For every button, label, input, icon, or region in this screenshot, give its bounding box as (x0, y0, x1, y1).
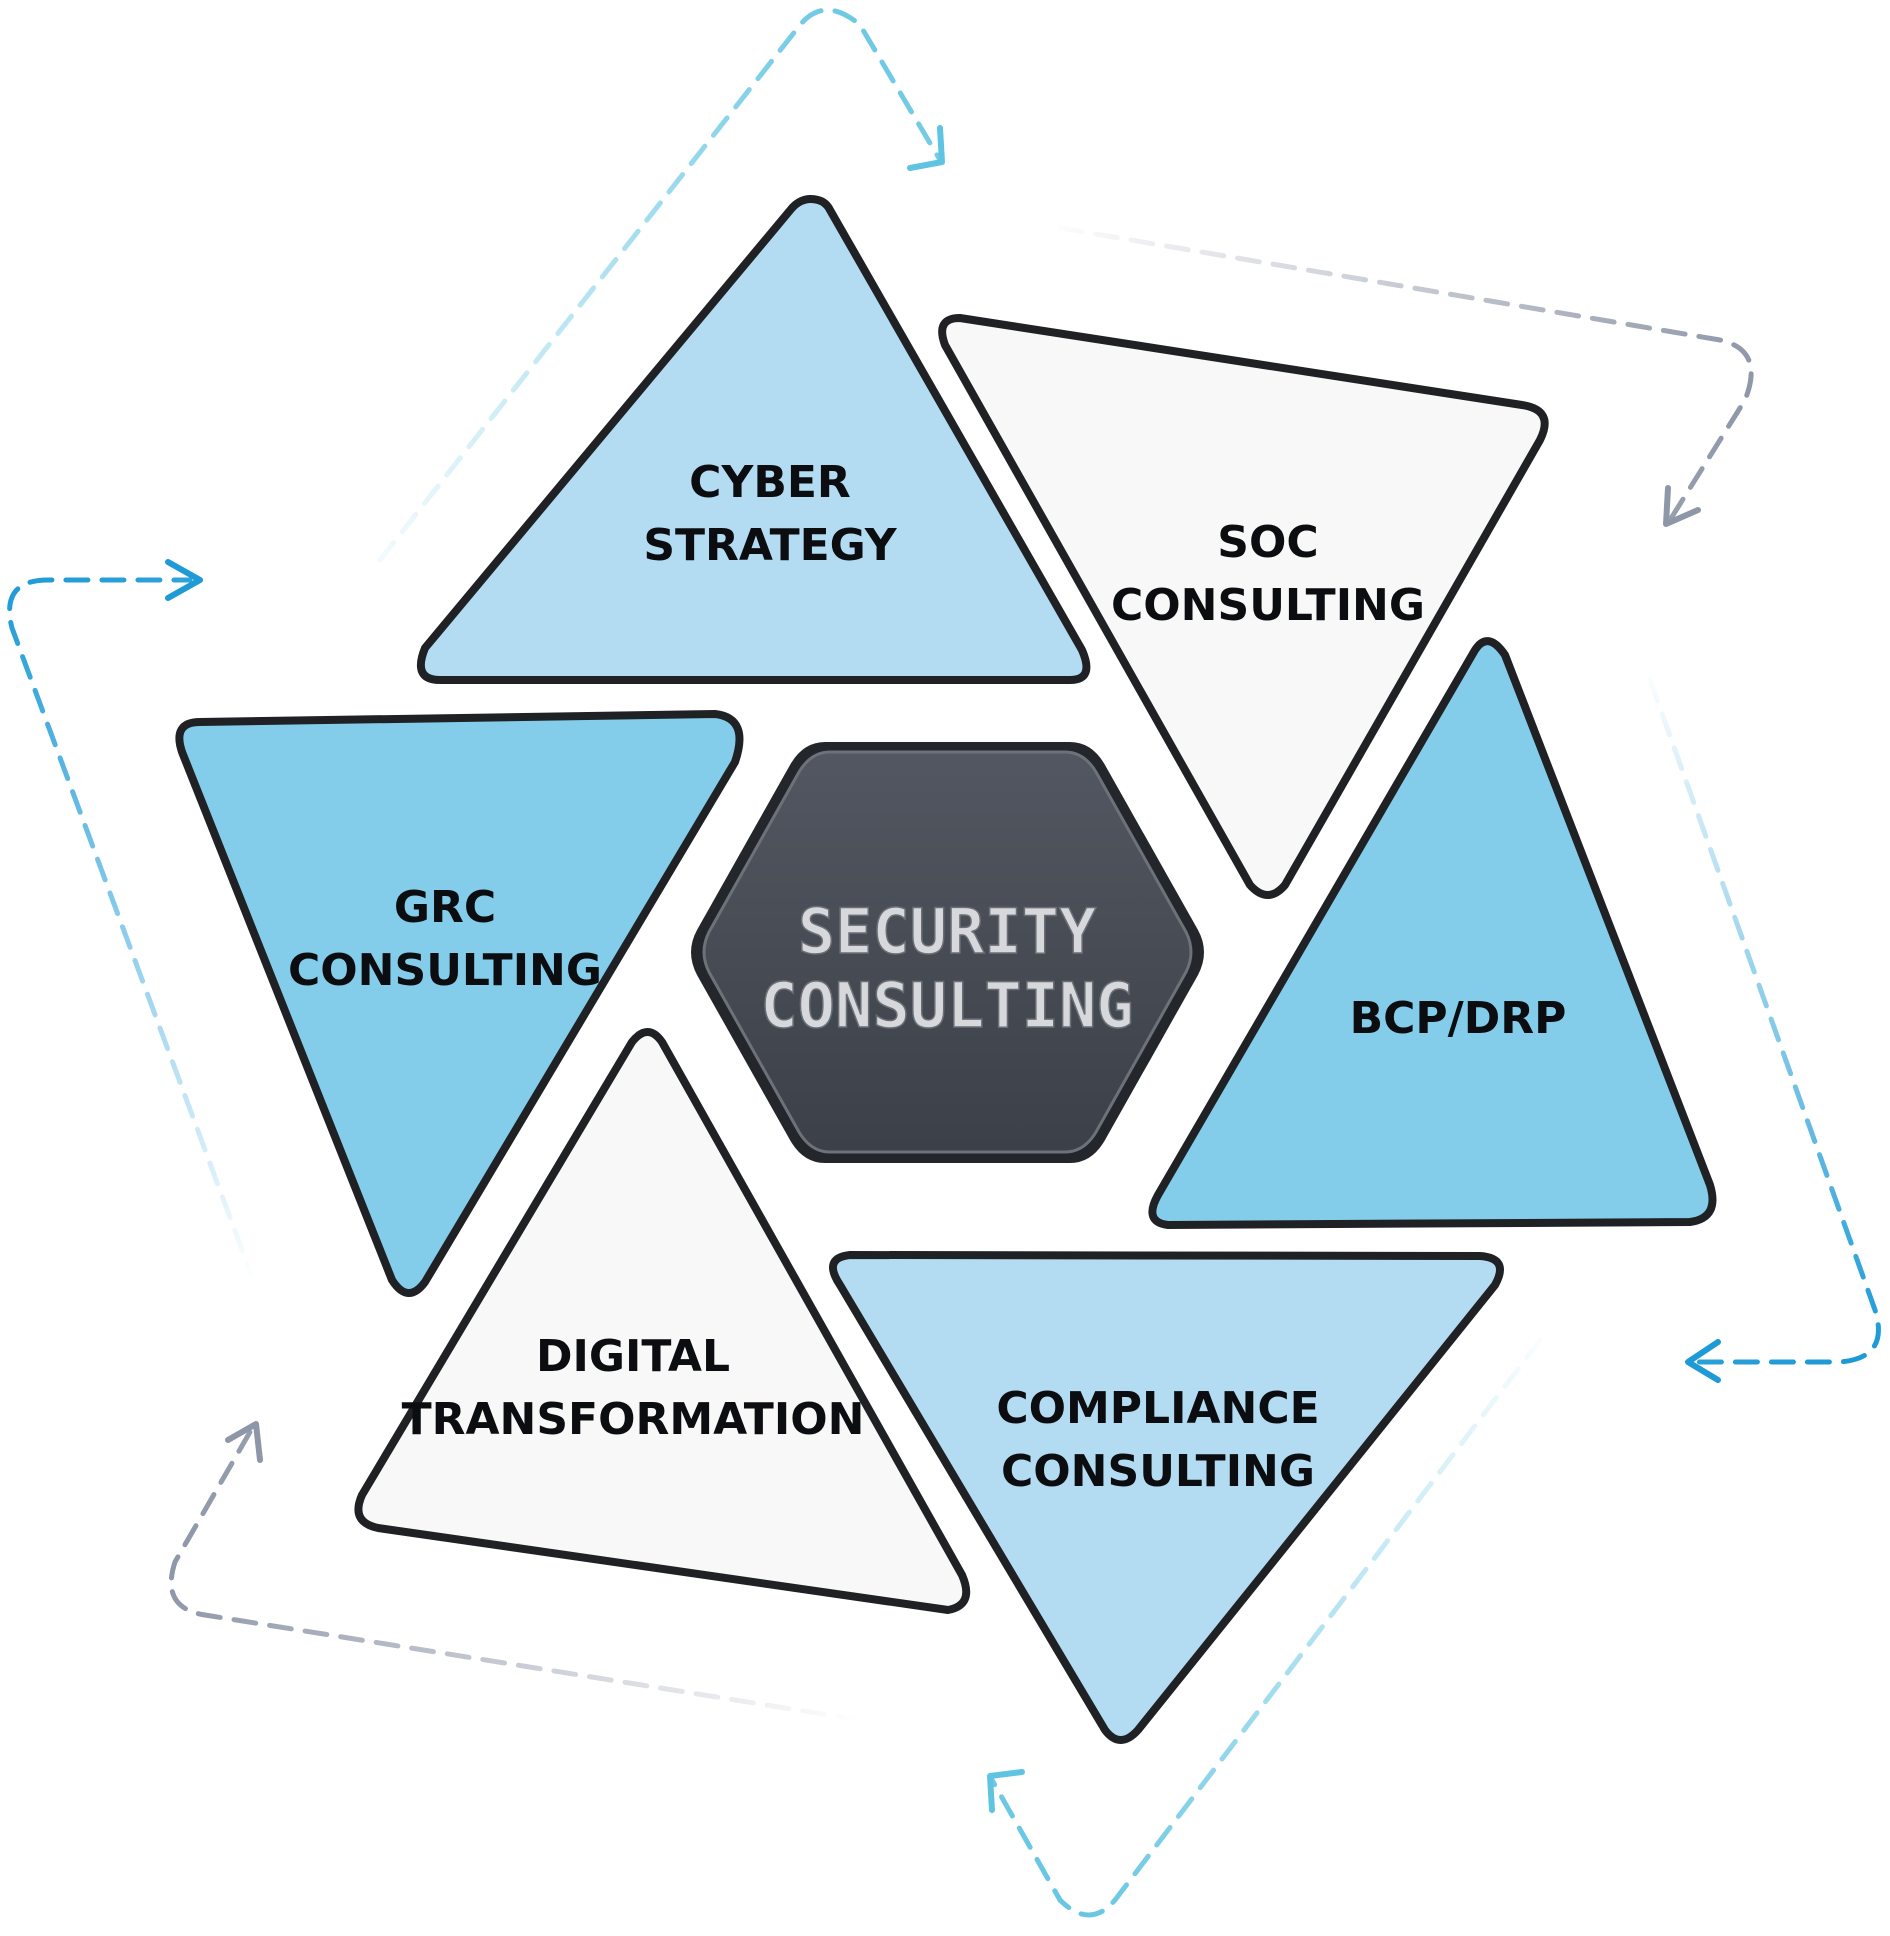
center-hexagon: SECURITY CONSULTING (691, 742, 1204, 1163)
digital-transformation-triangle (354, 1028, 971, 1614)
cyber-strategy-label-line2: STRATEGY (643, 520, 897, 571)
segment-compliance-consulting: COMPLIANCE CONSULTING (829, 1251, 1504, 1744)
digital-transformation-label-line2: TRANSFORMATION (402, 1394, 865, 1445)
arrow-head-lower-left-icon (225, 1421, 263, 1463)
segment-cyber-strategy: CYBER STRATEGY (417, 195, 1091, 684)
arrow-path-upper-left (7, 577, 258, 1288)
center-hexagon-face (702, 750, 1193, 1154)
compliance-consulting-triangle (829, 1251, 1504, 1744)
compliance-consulting-label-line1: COMPLIANCE (996, 1383, 1319, 1434)
segment-bcp-drp: BCP/DRP (1148, 637, 1717, 1229)
arrow-head-upper-right-icon (1663, 485, 1701, 527)
grc-consulting-triangle (175, 710, 744, 1297)
soc-consulting-label-line1: SOC (1217, 517, 1318, 568)
center-label-line2: CONSULTING (760, 969, 1133, 1042)
arrow-head-bottom-icon (987, 1769, 1025, 1813)
compliance-consulting-label-line2: CONSULTING (1001, 1446, 1315, 1497)
arrow-head-lower-right-icon (1685, 1339, 1721, 1383)
segment-grc-consulting: GRC CONSULTING (175, 710, 744, 1297)
arrow-path-lower-right (1647, 677, 1881, 1365)
grc-consulting-label-line1: GRC (394, 882, 496, 933)
soc-consulting-triangle (938, 314, 1549, 899)
arrow-path-bottom (989, 1337, 1543, 1918)
arrow-head-upper-left-icon (165, 559, 203, 601)
cycle-arrows (7, 7, 1881, 1918)
cyber-strategy-triangle (417, 195, 1091, 684)
bcp-drp-triangle (1148, 637, 1717, 1229)
arrow-path-upper-right (1057, 225, 1754, 523)
soc-consulting-label-line2: CONSULTING (1111, 580, 1425, 631)
cyber-strategy-label-line1: CYBER (689, 457, 851, 508)
digital-transformation-label-line1: DIGITAL (536, 1331, 730, 1382)
center-label-line1: SECURITY (798, 895, 1097, 968)
bcp-drp-label-line1: BCP/DRP (1350, 993, 1567, 1044)
arrow-head-top-icon (907, 125, 945, 171)
grc-consulting-label-line2: CONSULTING (288, 945, 602, 996)
arrow-path-lower-left (168, 1429, 863, 1723)
segment-soc-consulting: SOC CONSULTING (938, 314, 1549, 899)
segment-digital-transformation: DIGITAL TRANSFORMATION (354, 1028, 971, 1614)
